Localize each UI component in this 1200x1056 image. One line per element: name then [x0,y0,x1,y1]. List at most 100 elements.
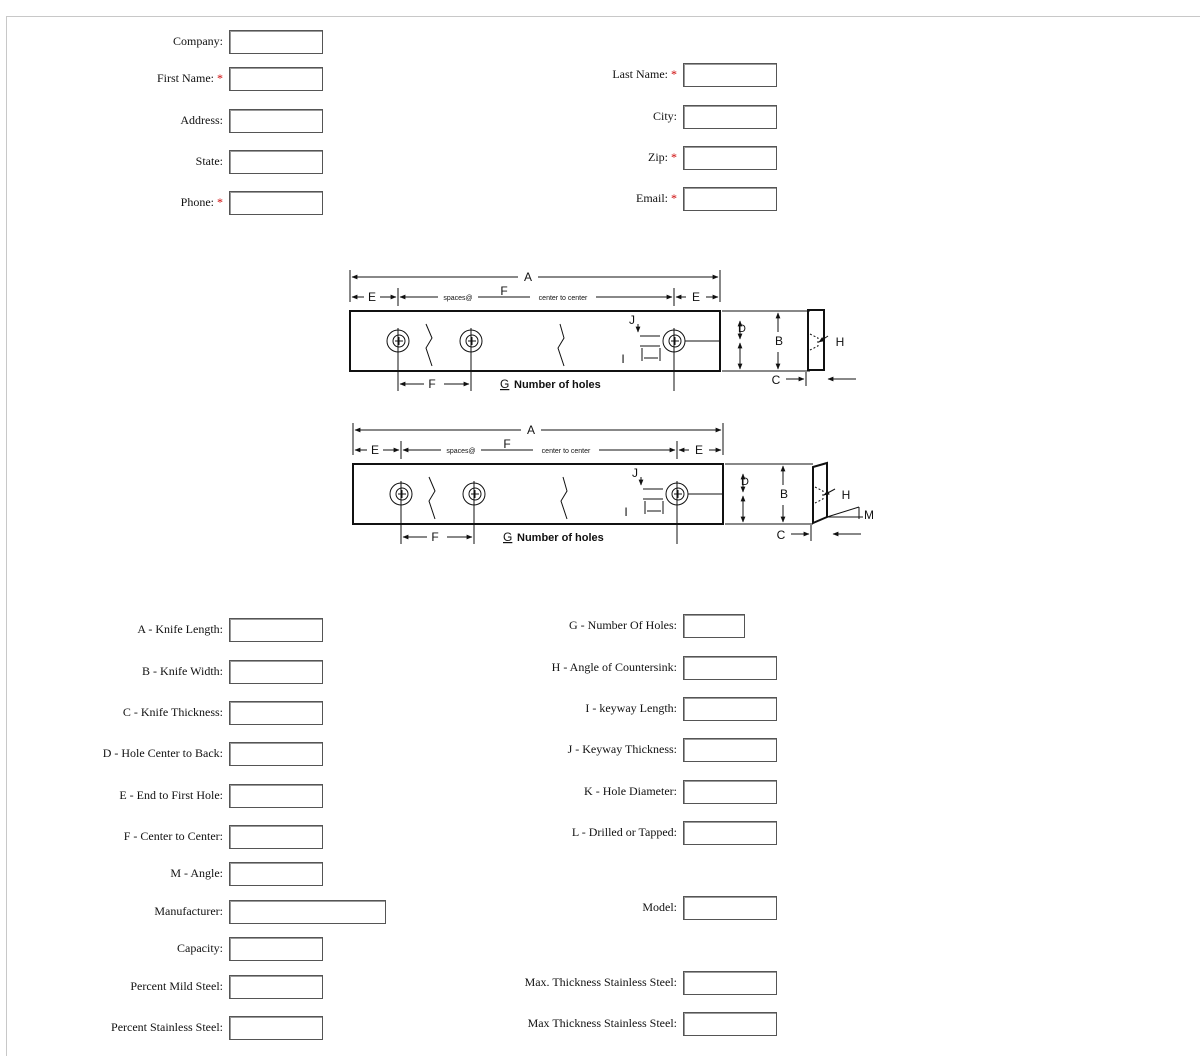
d-label: D [741,476,749,488]
h-label: H [842,488,851,502]
model-input[interactable] [683,896,777,920]
center-to-center-input[interactable] [229,825,323,849]
percent-mild-steel-input[interactable] [229,975,323,999]
hole-inner [465,334,479,348]
knife-thickness-input[interactable] [229,701,323,725]
angle-input[interactable] [229,862,323,886]
break-mark-1 [425,323,433,367]
knife-thickness-label: C - Knife Thickness: [122,705,223,719]
keyway-length-input[interactable] [683,697,777,721]
first-name-label: First Name:* [157,71,223,85]
spaces-label: spaces@ [446,448,475,455]
drilled-or-tapped-label: L - Drilled or Tapped: [571,825,677,839]
knife-diagram-2: A E spaces@ F center to center E J [352,423,873,544]
keyway-thickness-label: J - Keyway Thickness: [567,742,677,756]
keyway-thickness-input[interactable] [683,738,777,762]
center-to-center-label: F - Center to Center: [123,829,223,843]
email-label: Email:* [636,191,677,205]
hole-2 [459,328,483,391]
number-of-holes-label: G - Number Of Holes: [569,618,677,632]
end-to-first-hole-input[interactable] [229,784,323,808]
first-name-input[interactable] [229,67,323,91]
b-label: B [780,487,788,501]
form-frame [6,16,1200,1056]
j-label: J [629,313,635,327]
city-label: City: [652,109,677,123]
knife-side-profile-angled [812,461,828,525]
address-input[interactable] [229,109,323,133]
break-mark-2 [557,323,565,367]
zip-input[interactable] [683,146,777,170]
f-label-bottom: F [431,530,438,544]
max-thickness-stainless-label-2: Max Thickness Stainless Steel: [527,1016,677,1030]
c-label: C [777,528,786,542]
break-mark-1 [428,476,436,520]
last-name-input[interactable] [683,63,777,87]
hole-center-to-back-label: D - Hole Center to Back: [102,746,223,760]
hole-center-to-back-input[interactable] [229,742,323,766]
hole-3 [662,328,720,391]
hole-1 [389,481,413,544]
hole-inner [392,334,406,348]
h-arrow [818,335,829,343]
break-mark-2 [560,476,568,520]
f-label-top: F [500,284,507,298]
hole-3 [665,481,723,544]
i-label: I [621,352,624,366]
company-input[interactable] [229,30,323,54]
company-label: Company: [173,34,223,48]
required-marker: * [671,191,677,205]
required-marker: * [217,71,223,85]
a-label: A [527,423,535,437]
zip-label: Zip:* [648,150,677,164]
e-label-right: E [695,443,703,457]
percent-stainless-steel-label: Percent Stainless Steel: [111,1020,223,1034]
manufacturer-input[interactable] [229,900,386,924]
drilled-or-tapped-input[interactable] [683,821,777,845]
hole-2 [462,481,486,544]
state-input[interactable] [229,150,323,174]
number-of-holes-label: Number of holes [514,379,601,391]
phone-label: Phone:* [180,195,223,209]
capacity-input[interactable] [229,937,323,961]
max-thickness-stainless-input-1[interactable] [683,971,777,995]
max-thickness-stainless-label-1: Max. Thickness Stainless Steel: [524,975,677,989]
percent-stainless-steel-input[interactable] [229,1016,323,1040]
spaces-label: spaces@ [443,295,472,302]
number-of-holes-input[interactable] [683,614,745,638]
hole-diameter-label: K - Hole Diameter: [584,784,677,798]
countersink-profile [809,333,819,351]
g-label: G [503,530,512,544]
e-label-right: E [692,290,700,304]
city-input[interactable] [683,105,777,129]
phone-input[interactable] [229,191,323,215]
max-thickness-stainless-input-2[interactable] [683,1012,777,1036]
angle-of-countersink-label: H - Angle of Countersink: [551,660,677,674]
angle-of-countersink-input[interactable] [683,656,777,680]
knife-width-label: B - Knife Width: [142,664,223,678]
last-name-label: Last Name:* [612,67,677,81]
countersink-profile [814,486,824,504]
angle-label: M - Angle: [170,866,223,880]
knife-length-label: A - Knife Length: [137,622,223,636]
knife-width-input[interactable] [229,660,323,684]
f-label-bottom: F [428,377,435,391]
hole-inner [668,334,682,348]
required-marker: * [671,67,677,81]
m-label: M [864,508,873,522]
hole-inner [395,487,409,501]
hole-1 [386,328,410,391]
address-label: Address: [180,113,223,127]
hole-diameter-input[interactable] [683,780,777,804]
e-label-left: E [371,443,379,457]
email-input[interactable] [683,187,777,211]
required-marker: * [217,195,223,209]
a-label: A [524,270,532,284]
h-label: H [836,335,845,349]
knife-diagram-1: A E spaces@ F center to center E J [349,270,856,391]
c-label: C [772,373,781,387]
j-label: J [632,466,638,480]
h-arrow [823,488,836,496]
center-to-center-label: center to center [539,295,588,302]
knife-length-input[interactable] [229,618,323,642]
